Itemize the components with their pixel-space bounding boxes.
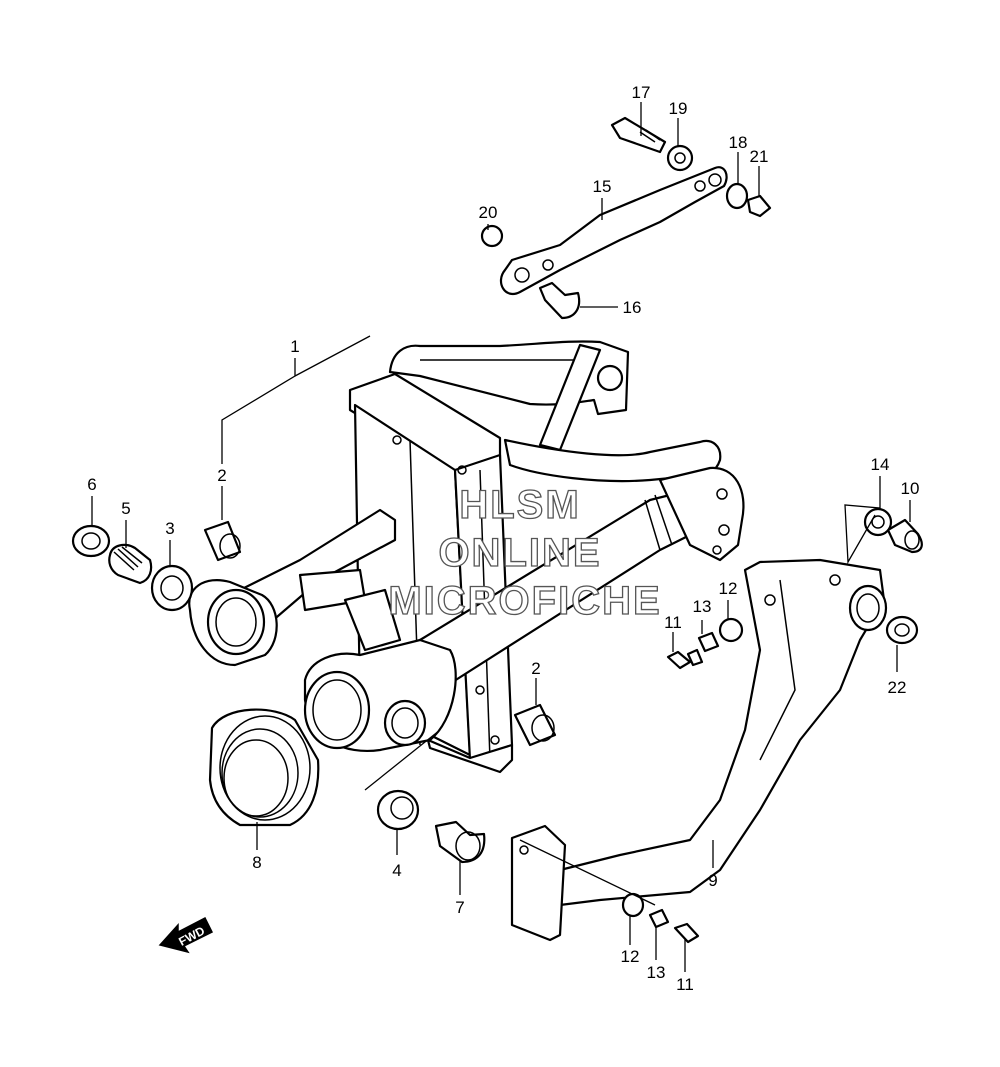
part-2-bearing-lower[interactable] — [513, 703, 557, 747]
part-14-washer[interactable] — [863, 507, 893, 537]
part-7-plug[interactable] — [434, 820, 486, 864]
callout-5: 5 — [121, 499, 130, 518]
part-6-nut[interactable] — [71, 524, 111, 558]
callout-numbers: 1 2 2 3 4 5 6 7 8 9 10 11 11 12 12 13 13… — [87, 83, 919, 994]
callout-3: 3 — [165, 519, 174, 538]
part-20-nut[interactable] — [480, 224, 504, 248]
callout-4: 4 — [392, 861, 401, 880]
part-11-bolt-lower[interactable] — [673, 922, 700, 944]
callout-14: 14 — [871, 455, 890, 474]
part-22-nut[interactable] — [885, 615, 919, 645]
part-21-nut[interactable] — [746, 194, 772, 218]
part-12-collar-upper[interactable] — [718, 617, 744, 643]
callout-1: 1 — [290, 337, 299, 356]
callout-16: 16 — [623, 298, 642, 317]
callout-22: 22 — [888, 678, 907, 697]
callout-11-lower: 11 — [676, 975, 694, 994]
brake-bracket[interactable] — [510, 558, 888, 942]
callout-20: 20 — [479, 203, 498, 222]
callout-2-upper: 2 — [217, 466, 226, 485]
watermark-line-2: ONLINE — [438, 531, 601, 575]
callout-21: 21 — [750, 147, 769, 166]
callout-13-lower: 13 — [647, 963, 666, 982]
swingarm[interactable] — [188, 340, 745, 774]
watermark: HLSM ONLINE MICROFICHE — [388, 482, 661, 623]
callout-18-19: 19 — [669, 99, 688, 118]
fwd-arrow: FWD — [158, 916, 214, 954]
callout-7: 7 — [455, 898, 464, 917]
callout-12-lower: 12 — [621, 947, 640, 966]
part-11-bolt-upper[interactable] — [666, 648, 704, 670]
callout-12-upper: 12 — [719, 579, 738, 598]
part-5-pivot-bolt[interactable] — [108, 543, 153, 585]
part-17-bolt[interactable] — [610, 116, 667, 154]
callout-15: 15 — [593, 177, 612, 196]
part-4-oil-seal[interactable] — [376, 789, 420, 831]
part-13-spacer-upper[interactable] — [697, 631, 720, 653]
callout-10: 10 — [901, 479, 920, 498]
callout-18: 18 — [729, 133, 748, 152]
boot[interactable] — [208, 708, 320, 827]
callout-8: 8 — [252, 853, 261, 872]
callout-6: 6 — [87, 475, 96, 494]
part-19-washer[interactable] — [666, 144, 694, 172]
watermark-line-3: MICROFICHE — [388, 579, 661, 623]
callout-17: 17 — [632, 83, 651, 102]
callout-9: 9 — [708, 871, 717, 890]
callout-2-lower: 2 — [531, 659, 540, 678]
part-13-spacer-lower[interactable] — [648, 908, 670, 929]
part-2-bearing-upper[interactable] — [203, 520, 242, 562]
part-3-bearing[interactable] — [150, 564, 194, 612]
callout-11-upper: 11 — [664, 613, 682, 632]
part-10-bolt[interactable] — [886, 518, 923, 554]
arrow-icon — [158, 916, 214, 954]
part-18-washer[interactable] — [725, 182, 749, 210]
torque-rod[interactable] — [499, 166, 728, 295]
leader-lines — [91, 102, 911, 972]
watermark-line-1: HLSM — [459, 483, 580, 527]
part-16-bolt[interactable] — [538, 281, 581, 320]
callout-13-upper: 13 — [693, 597, 712, 616]
